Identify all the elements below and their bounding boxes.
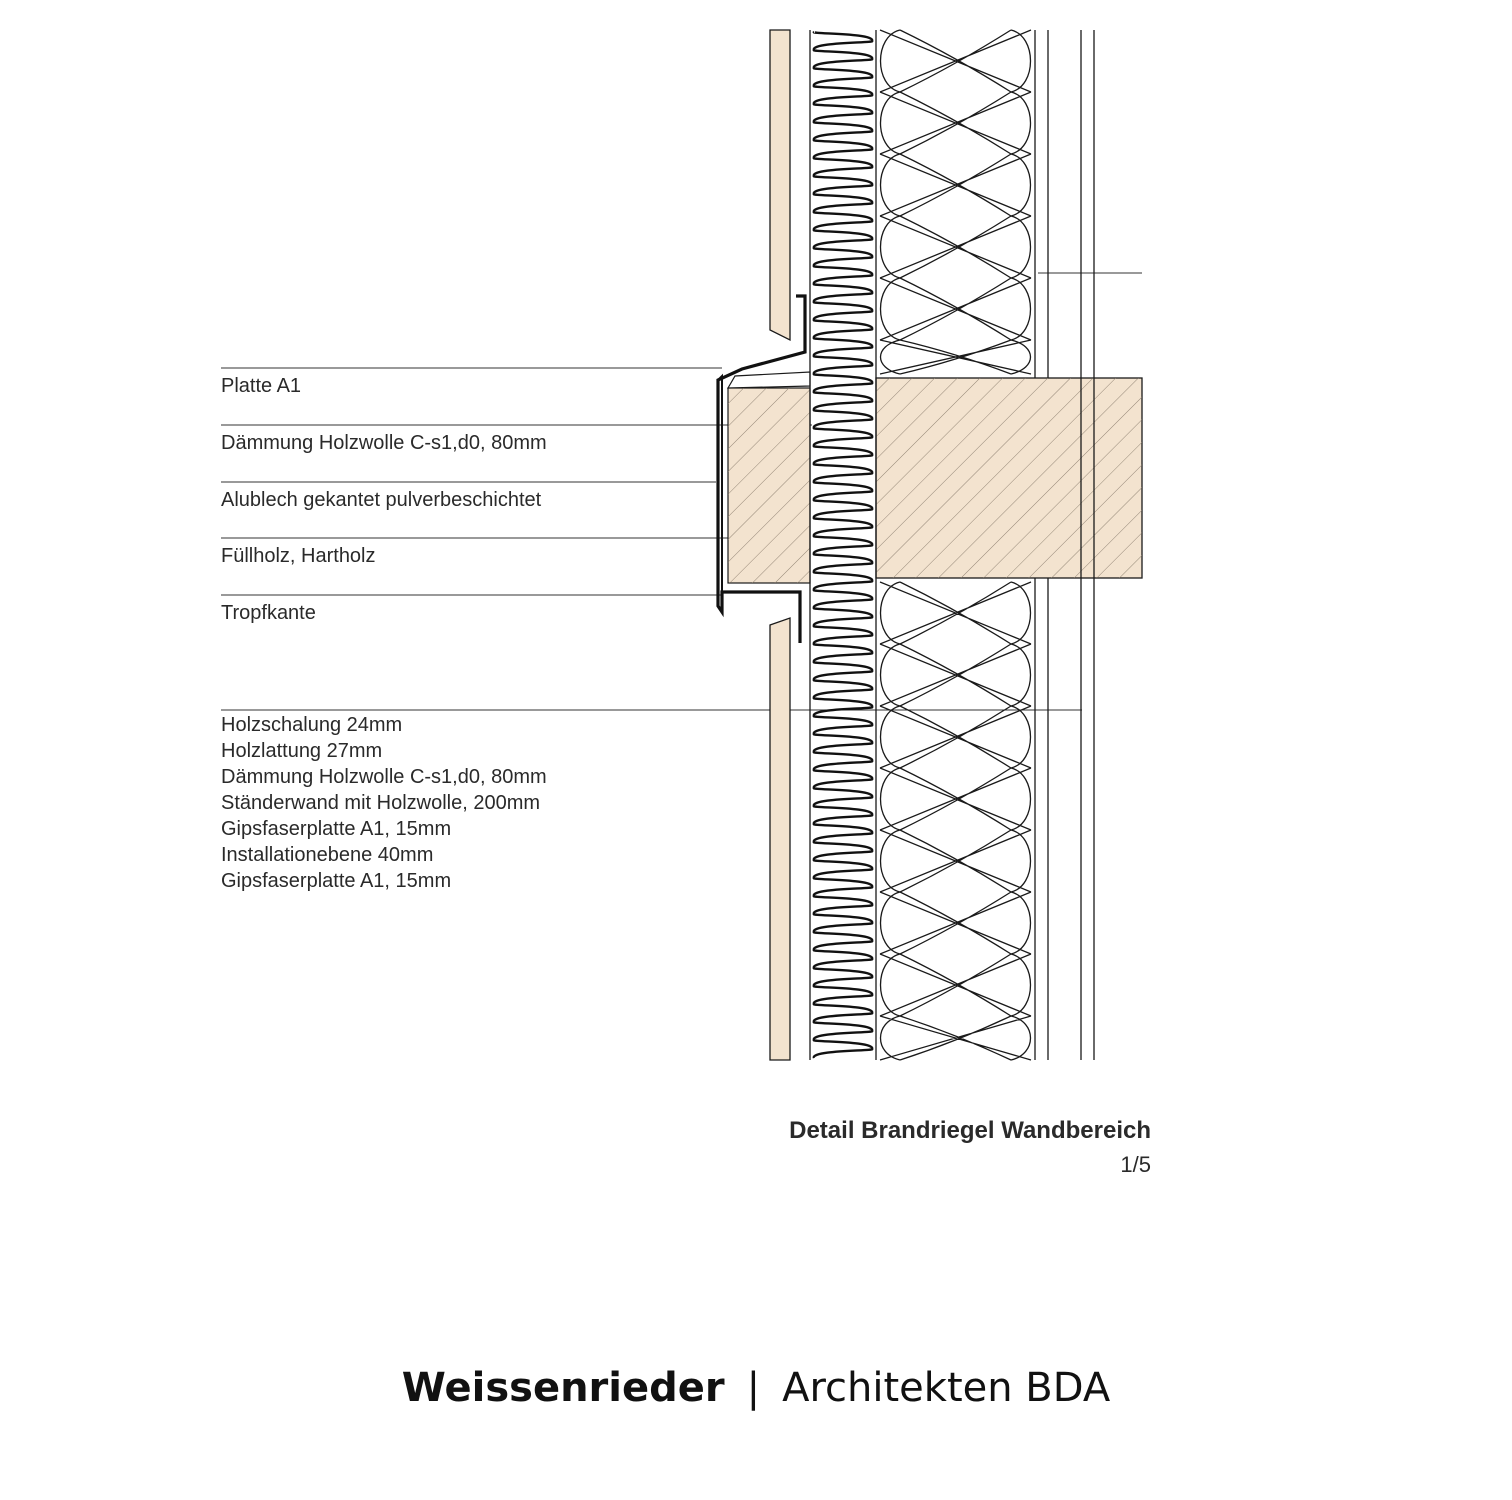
- wall-layer-item: Gipsfaserplatte A1, 15mm: [221, 870, 452, 892]
- wood-cladding: [769, 29, 791, 1061]
- staenderwand-insulation: [879, 29, 1032, 1061]
- wall-layer-item: Installationebene 40mm: [221, 844, 434, 866]
- footer-separator: |: [746, 1365, 761, 1411]
- inner-layers: [1034, 30, 1095, 1060]
- label-alublech: Alublech gekantet pulverbeschichtet: [221, 489, 542, 511]
- wall-layer-list: Holzschalung 24mm Holzlattung 27mm Dämmu…: [221, 712, 547, 894]
- drawing-title: Detail Brandriegel Wandbereich: [789, 1117, 1151, 1144]
- holzwolle-insulation-layer: [809, 30, 877, 1060]
- label-tropfkante: Tropfkante: [221, 602, 316, 624]
- wall-layer-item: Gipsfaserplatte A1, 15mm: [221, 818, 452, 840]
- label-fuellholz: Füllholz, Hartholz: [221, 545, 376, 567]
- company-name: Weissenrieder: [401, 1365, 725, 1411]
- drawing-scale: 1/5: [1120, 1152, 1151, 1177]
- platte-a1: [726, 371, 811, 389]
- leader-lines: [221, 272, 1142, 711]
- wall-layer-item: Ständerwand mit Holzwolle, 200mm: [221, 792, 541, 814]
- label-platte-a1: Platte A1: [221, 375, 302, 397]
- alublech: [716, 294, 807, 643]
- wall-layer-item: Holzschalung 24mm: [221, 714, 403, 736]
- wall-layer-item: Holzlattung 27mm: [221, 740, 383, 762]
- wall-layer-item: Dämmung Holzwolle C-s1,d0, 80mm: [221, 766, 547, 788]
- footer-brand: Weissenrieder | Architekten BDA: [0, 1365, 1512, 1411]
- label-daemmung: Dämmung Holzwolle C-s1,d0, 80mm: [221, 432, 547, 454]
- company-suffix: Architekten BDA: [782, 1365, 1111, 1411]
